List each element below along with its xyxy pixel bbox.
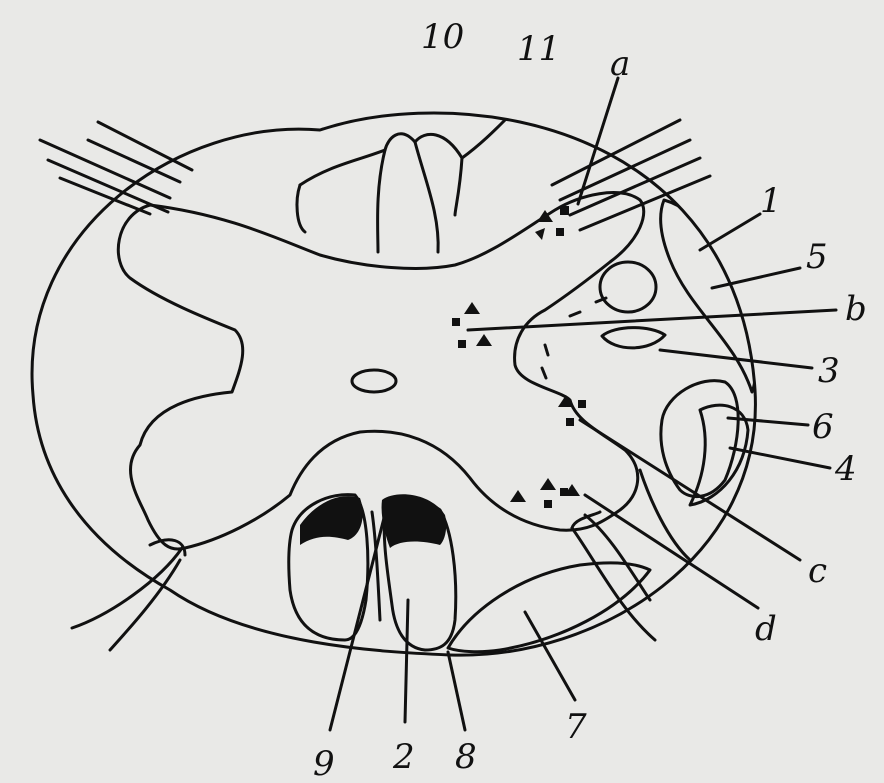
- neuron-group-b: [452, 302, 492, 348]
- central-canal: [352, 370, 396, 392]
- label-11: 11: [517, 29, 560, 69]
- posterior-column-boundaries: [297, 120, 505, 252]
- label-a: a: [610, 44, 630, 84]
- dorsal-root-left: [40, 122, 192, 214]
- ventral-root-left: [72, 540, 185, 650]
- tract-1-dorsal-spinocerebellar: [661, 200, 756, 392]
- label-8: 8: [455, 737, 477, 777]
- label-9: 9: [313, 744, 335, 783]
- label-7: 7: [565, 707, 587, 747]
- label-6: 6: [812, 407, 834, 447]
- label-5: 5: [806, 237, 828, 277]
- label-2: 2: [392, 737, 415, 777]
- label-d: d: [755, 609, 777, 649]
- label-b: b: [845, 289, 867, 329]
- label-3: 3: [818, 351, 840, 391]
- neuron-group-d: [510, 478, 580, 508]
- tract-8-dark-cap-right: [382, 494, 447, 548]
- label-c: c: [808, 551, 827, 591]
- ventral-root-right: [572, 470, 690, 640]
- dashed-marks: [542, 298, 606, 378]
- tract-9-dark-cap-left: [300, 496, 363, 545]
- tract-7-anterior-spinothalamic: [448, 563, 650, 652]
- label-4: 4: [834, 449, 857, 489]
- tract-5-lateral-corticospinal: [600, 262, 656, 312]
- label-1: 1: [760, 181, 782, 221]
- tract-3-rubrospinal: [602, 328, 665, 348]
- label-10: 10: [421, 17, 464, 57]
